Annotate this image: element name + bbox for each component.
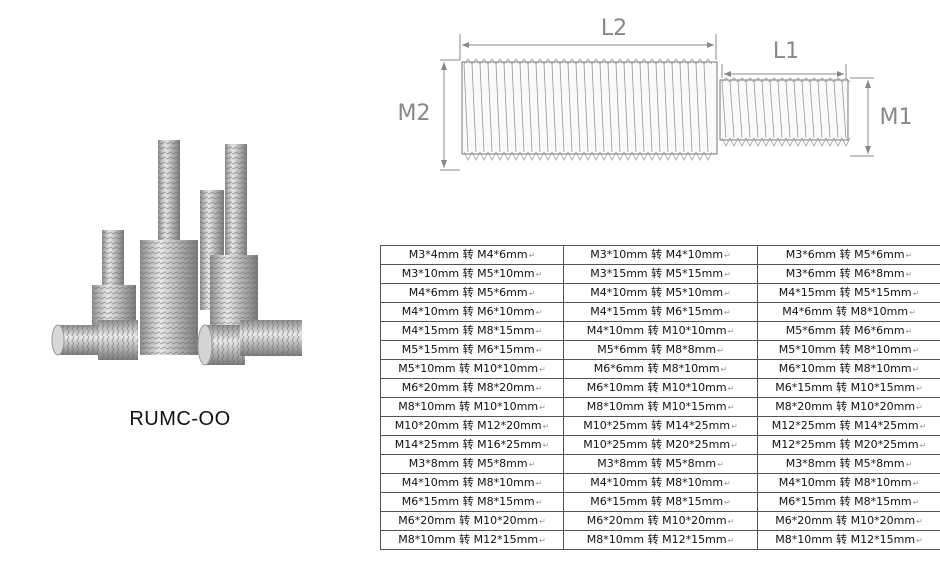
table-cell: M3*10mm 转 M5*10mm xyxy=(380,264,564,284)
small-thread-body xyxy=(719,77,851,147)
table-cell: M10*25mm 转 M14*25mm xyxy=(563,416,758,436)
table-cell: M3*8mm 转 M5*8mm xyxy=(757,454,940,474)
table-cell: M8*10mm 转 M12*15mm xyxy=(757,530,940,550)
table-row: M4*6mm 转 M5*6mmM4*10mm 转 M5*10mmM4*15mm … xyxy=(380,283,940,303)
table-cell: M5*6mm 转 M6*6mm xyxy=(757,321,940,341)
table-cell: M5*10mm 转 M8*10mm xyxy=(757,340,940,360)
table-cell: M6*6mm 转 M8*10mm xyxy=(563,359,758,379)
table-cell: M8*10mm 转 M12*15mm xyxy=(563,530,758,550)
product-photo xyxy=(51,140,302,366)
table-row: M10*20mm 转 M12*20mmM10*25mm 转 M14*25mmM1… xyxy=(380,416,940,436)
table-cell: M4*10mm 转 M6*10mm xyxy=(380,302,564,322)
table-cell: M10*20mm 转 M12*20mm xyxy=(380,416,564,436)
table-cell: M4*15mm 转 M5*15mm xyxy=(757,283,940,303)
spec-table: M3*4mm 转 M4*6mmM3*10mm 转 M4*10mmM3*6mm 转… xyxy=(380,245,940,550)
table-row: M6*15mm 转 M8*15mmM6*15mm 转 M8*15mmM6*15m… xyxy=(380,492,940,512)
table-cell: M3*6mm 转 M6*8mm xyxy=(757,264,940,284)
l1-label: L1 xyxy=(773,39,799,64)
table-cell: M12*25mm 转 M20*25mm xyxy=(757,435,940,455)
table-cell: M4*10mm 转 M8*10mm xyxy=(563,473,758,493)
table-row: M8*10mm 转 M12*15mmM8*10mm 转 M12*15mmM8*1… xyxy=(380,530,940,550)
table-cell: M5*15mm 转 M6*15mm xyxy=(380,340,564,360)
table-row: M3*8mm 转 M5*8mmM3*8mm 转 M5*8mmM3*8mm 转 M… xyxy=(380,454,940,474)
large-thread-body xyxy=(461,58,718,161)
table-row: M4*15mm 转 M8*15mmM4*10mm 转 M10*10mmM5*6m… xyxy=(380,321,940,341)
table-cell: M6*15mm 转 M10*15mm xyxy=(757,378,940,398)
table-cell: M4*6mm 转 M5*6mm xyxy=(380,283,564,303)
table-cell: M6*15mm 转 M8*15mm xyxy=(757,492,940,512)
table-row: M5*10mm 转 M10*10mmM6*6mm 转 M8*10mmM6*10m… xyxy=(380,359,940,379)
table-cell: M3*6mm 转 M5*6mm xyxy=(757,245,940,265)
table-cell: M6*20mm 转 M10*20mm xyxy=(757,511,940,531)
table-cell: M6*15mm 转 M8*15mm xyxy=(380,492,564,512)
l2-label: L2 xyxy=(601,16,627,41)
table-row: M6*20mm 转 M8*20mmM6*10mm 转 M10*10mmM6*15… xyxy=(380,378,940,398)
table-cell: M6*20mm 转 M8*20mm xyxy=(380,378,564,398)
table-cell: M4*15mm 转 M6*15mm xyxy=(563,302,758,322)
table-cell: M4*10mm 转 M5*10mm xyxy=(563,283,758,303)
table-row: M14*25mm 转 M16*25mmM10*25mm 转 M20*25mmM1… xyxy=(380,435,940,455)
table-cell: M8*10mm 转 M10*15mm xyxy=(563,397,758,417)
table-cell: M4*10mm 转 M8*10mm xyxy=(380,473,564,493)
table-cell: M3*15mm 转 M5*15mm xyxy=(563,264,758,284)
table-cell: M3*8mm 转 M5*8mm xyxy=(563,454,758,474)
table-cell: M3*10mm 转 M4*10mm xyxy=(563,245,758,265)
table-cell: M6*20mm 转 M10*20mm xyxy=(563,511,758,531)
table-cell: M12*25mm 转 M14*25mm xyxy=(757,416,940,436)
table-cell: M14*25mm 转 M16*25mm xyxy=(380,435,564,455)
table-cell: M8*10mm 转 M10*10mm xyxy=(380,397,564,417)
table-cell: M5*10mm 转 M10*10mm xyxy=(380,359,564,379)
table-cell: M6*10mm 转 M8*10mm xyxy=(757,359,940,379)
table-cell: M4*10mm 转 M8*10mm xyxy=(757,473,940,493)
table-cell: M5*6mm 转 M8*8mm xyxy=(563,340,758,360)
table-cell: M4*6mm 转 M8*10mm xyxy=(757,302,940,322)
table-row: M8*10mm 转 M10*10mmM8*10mm 转 M10*15mmM8*2… xyxy=(380,397,940,417)
table-cell: M8*10mm 转 M12*15mm xyxy=(380,530,564,550)
table-cell: M3*8mm 转 M5*8mm xyxy=(380,454,564,474)
dimension-diagram: L2 L1 M2 M1 xyxy=(398,16,913,171)
table-row: M4*10mm 转 M8*10mmM4*10mm 转 M8*10mmM4*10m… xyxy=(380,473,940,493)
table-cell: M4*15mm 转 M8*15mm xyxy=(380,321,564,341)
table-row: M3*10mm 转 M5*10mmM3*15mm 转 M5*15mmM3*6mm… xyxy=(380,264,940,284)
table-row: M6*20mm 转 M10*20mmM6*20mm 转 M10*20mmM6*2… xyxy=(380,511,940,531)
table-cell: M8*20mm 转 M10*20mm xyxy=(757,397,940,417)
table-cell: M6*15mm 转 M8*15mm xyxy=(563,492,758,512)
table-row: M3*4mm 转 M4*6mmM3*10mm 转 M4*10mmM3*6mm 转… xyxy=(380,245,940,265)
product-code: RUMC-OO xyxy=(129,408,231,430)
table-cell: M6*20mm 转 M10*20mm xyxy=(380,511,564,531)
table-cell: M10*25mm 转 M20*25mm xyxy=(563,435,758,455)
table-row: M5*15mm 转 M6*15mmM5*6mm 转 M8*8mmM5*10mm … xyxy=(380,340,940,360)
table-cell: M4*10mm 转 M10*10mm xyxy=(563,321,758,341)
table-cell: M6*10mm 转 M10*10mm xyxy=(563,378,758,398)
table-row: M4*10mm 转 M6*10mmM4*15mm 转 M6*15mmM4*6mm… xyxy=(380,302,940,322)
table-cell: M3*4mm 转 M4*6mm xyxy=(380,245,564,265)
m1-label: M1 xyxy=(880,105,913,130)
m2-label: M2 xyxy=(398,101,431,126)
